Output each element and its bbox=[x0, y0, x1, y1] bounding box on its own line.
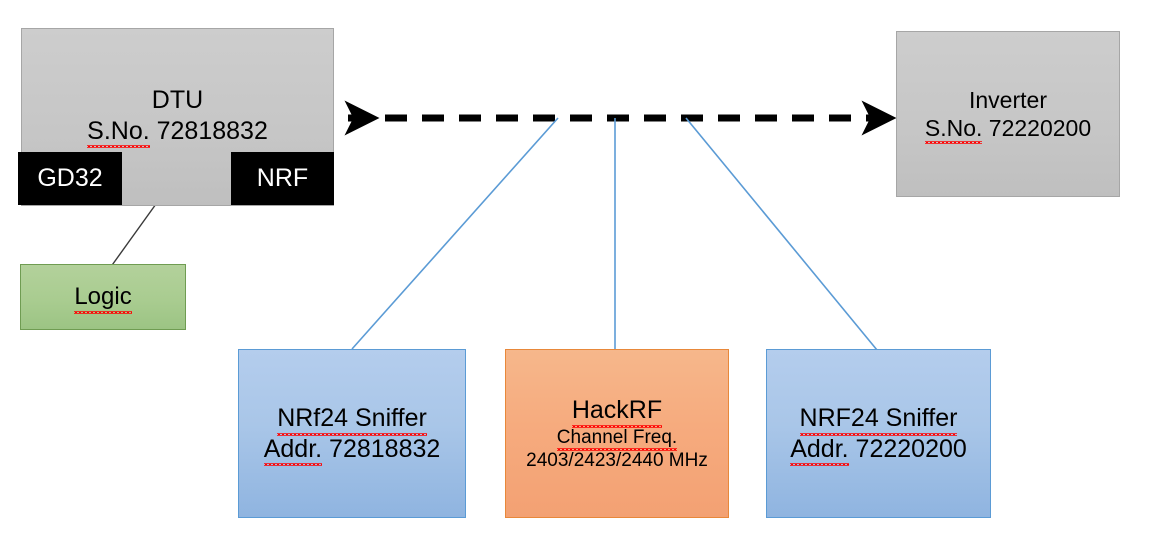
dtu-serial-prefix: S.No. bbox=[87, 116, 150, 148]
dtu-serial: S.No. 72818832 bbox=[87, 116, 268, 148]
nrf24-right-title: NRF24 Sniffer bbox=[799, 403, 958, 435]
chip-nrf-label: NRF bbox=[256, 164, 309, 192]
dtu-serial-value: 72818832 bbox=[156, 116, 268, 145]
chip-nrf[interactable]: NRF bbox=[231, 152, 334, 205]
tap-line-nrf24-left bbox=[351, 117, 559, 350]
node-nrf24-sniffer-left[interactable]: NRf24 Sniffer Addr. 72818832 bbox=[238, 349, 466, 518]
inverter-serial: S.No. 72220200 bbox=[924, 114, 1092, 145]
nrf24-right-address: Addr. 72220200 bbox=[790, 434, 967, 466]
chip-gd32[interactable]: GD32 bbox=[18, 152, 122, 205]
hackrf-title-text: HackRF bbox=[571, 396, 663, 428]
nrf24-left-title: NRf24 Sniffer bbox=[277, 403, 427, 435]
inverter-serial-value: 72220200 bbox=[988, 115, 1092, 141]
chip-gd32-label: GD32 bbox=[37, 164, 103, 192]
hackrf-channel-label-text: Channel Freq. bbox=[556, 426, 678, 451]
hackrf-channel-label: Channel Freq. bbox=[556, 426, 678, 451]
hackrf-frequencies: 2403/2423/2440 MHz bbox=[526, 449, 708, 471]
node-inverter[interactable]: Inverter S.No. 72220200 bbox=[896, 31, 1120, 197]
tap-line-nrf24-right bbox=[685, 117, 878, 351]
nrf24-left-address-prefix: Addr. bbox=[263, 434, 323, 466]
inverter-title: Inverter bbox=[969, 86, 1047, 113]
hackrf-title: HackRF bbox=[571, 395, 663, 428]
inverter-serial-prefix: S.No. bbox=[924, 115, 983, 145]
node-nrf24-sniffer-right[interactable]: NRF24 Sniffer Addr. 72220200 bbox=[766, 349, 991, 518]
nrf24-left-address: Addr. 72818832 bbox=[263, 434, 441, 466]
node-hackrf[interactable]: HackRF Channel Freq. 2403/2423/2440 MHz bbox=[505, 349, 729, 518]
nrf24-left-title-text: NRf24 Sniffer bbox=[277, 404, 427, 435]
logic-label: Logic bbox=[74, 283, 133, 314]
nrf24-right-address-prefix: Addr. bbox=[790, 434, 849, 466]
nrf24-right-title-text: NRF24 Sniffer bbox=[799, 404, 958, 435]
nrf24-left-address-value: 72818832 bbox=[329, 434, 441, 463]
nrf24-right-address-value: 72220200 bbox=[855, 434, 967, 463]
node-logic-analyzer[interactable]: Logic bbox=[20, 264, 186, 330]
dtu-title: DTU bbox=[151, 86, 204, 114]
